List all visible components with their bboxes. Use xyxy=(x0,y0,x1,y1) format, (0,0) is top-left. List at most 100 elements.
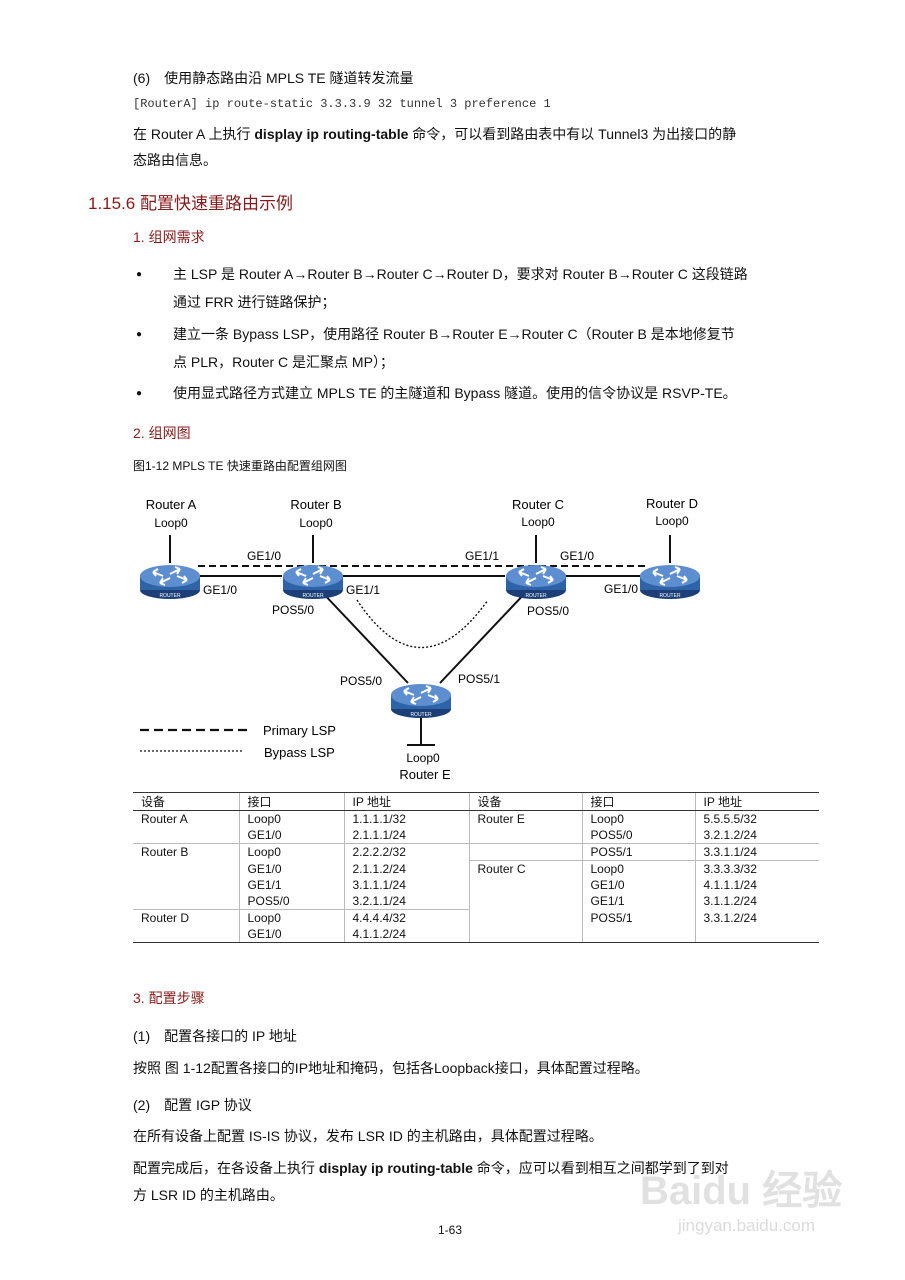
router-d-loop: Loop0 xyxy=(655,514,689,528)
table-cell xyxy=(133,827,239,844)
port-label: POS5/1 xyxy=(458,672,500,686)
bullet-3-line1: 使用显式路径方式建立 MPLS TE 的主隧道和 Bypass 隧道。使用的信令… xyxy=(173,385,737,401)
table-cell xyxy=(468,893,582,910)
bullet-2-line2: 点 PLR，Router C 是汇聚点 MP）； xyxy=(173,354,394,370)
router-b-label: Router B xyxy=(290,497,341,512)
bullet-1-line1: 主 LSP 是 Router A→Router B→Router C→Route… xyxy=(173,266,748,282)
router-d-label: Router D xyxy=(646,496,698,511)
table-cell: 3.2.1.1/24 xyxy=(343,893,469,910)
svg-text:ROUTER: ROUTER xyxy=(159,593,181,599)
router-e-icon: ROUTER xyxy=(390,683,452,719)
port-label: POS5/0 xyxy=(272,603,314,617)
table-header: 设备 接口 IP 地址 设备 接口 IP 地址 xyxy=(133,792,819,811)
step2-title: (2) 配置 IGP 协议 xyxy=(133,1097,252,1113)
header-cell: 接口 xyxy=(581,792,695,811)
network-diagram: ROUTER ROUTER ROUTER ROUTER ROUTER Route… xyxy=(139,496,701,782)
table-cell: POS5/1 xyxy=(581,843,695,861)
step6-heading: (6) 使用静态路由沿 MPLS TE 隧道转发流量 xyxy=(133,70,414,86)
table-cell: 3.2.1.2/24 xyxy=(694,827,819,844)
text: 配置完成后，在各设备上执行 xyxy=(133,1160,319,1176)
page-number: 1-63 xyxy=(438,1223,463,1237)
legend: Primary LSP Bypass LSP xyxy=(140,723,336,760)
table-cell xyxy=(133,877,239,893)
port-label: POS5/0 xyxy=(340,674,382,688)
table-cell: 3.1.1.2/24 xyxy=(694,893,819,910)
code-line: [RouterA] ip route-static 3.3.3.9 32 tun… xyxy=(133,97,551,111)
table-cell: 3.3.1.2/24 xyxy=(694,909,819,926)
router-c-loop: Loop0 xyxy=(521,515,555,529)
port-label: POS5/0 xyxy=(527,604,569,618)
table-cell: GE1/0 xyxy=(238,860,344,877)
router-a-icon: ROUTER xyxy=(139,564,201,600)
port-label: GE1/0 xyxy=(604,582,638,596)
table-cell: Router C xyxy=(468,860,582,877)
table-cell: Router D xyxy=(133,909,239,926)
header-cell: 接口 xyxy=(238,792,344,811)
step6-desc-line2: 态路由信息。 xyxy=(133,152,217,168)
router-e-label: Router E xyxy=(399,767,451,782)
table-cell: GE1/0 xyxy=(238,926,344,943)
table-cell xyxy=(468,827,582,844)
table-cell: 3.3.1.1/24 xyxy=(694,843,819,861)
bullet-dot: ● xyxy=(136,269,143,280)
table-cell: 2.2.2.2/32 xyxy=(343,843,469,861)
links xyxy=(198,565,648,684)
step6-desc-line1: 在 Router A 上执行 display ip routing-table … xyxy=(133,124,736,144)
bullet-1-line2: 通过 FRR 进行链路保护； xyxy=(173,294,336,310)
router-b-icon: ROUTER xyxy=(282,564,344,600)
text: 在 Router A 上执行 xyxy=(133,126,255,142)
header-cell: 设备 xyxy=(133,792,239,811)
table-cell xyxy=(581,926,695,943)
table-cell: Loop0 xyxy=(581,810,695,827)
router-c-icon: ROUTER xyxy=(505,564,567,600)
step1-title: (1) 配置各接口的 IP 地址 xyxy=(133,1028,297,1044)
table-cell: POS5/1 xyxy=(581,909,695,926)
table-cell: Loop0 xyxy=(238,810,344,827)
table-cell: 5.5.5.5/32 xyxy=(694,810,819,827)
table-cell: Router A xyxy=(141,812,188,826)
port-label: GE1/1 xyxy=(465,549,499,563)
table-cell: 2.1.1.1/24 xyxy=(343,827,469,844)
router-a-loop: Loop0 xyxy=(154,516,188,530)
legend-primary: Primary LSP xyxy=(263,723,336,738)
table-cell xyxy=(133,926,239,943)
table-cell: 1.1.1.1/32 xyxy=(343,810,469,827)
bullet-2-line1: 建立一条 Bypass LSP，使用路径 Router B→Router E→R… xyxy=(173,326,735,342)
router-a-label: Router A xyxy=(146,497,197,512)
svg-text:ROUTER: ROUTER xyxy=(525,593,547,599)
table-cell: 3.3.3.3/32 xyxy=(694,860,819,877)
table-cell xyxy=(133,861,239,878)
table-cell xyxy=(468,843,582,861)
header-cell: IP 地址 xyxy=(343,792,469,811)
step2-body2: 配置完成后，在各设备上执行 display ip routing-table 命… xyxy=(133,1158,729,1178)
command: display ip routing-table xyxy=(318,1160,473,1176)
svg-text:ROUTER: ROUTER xyxy=(410,712,432,718)
table-cell xyxy=(133,893,239,910)
section-title: 1.15.6 配置快速重路由示例 xyxy=(88,194,293,213)
table-cell: GE1/1 xyxy=(581,893,695,910)
table-cell xyxy=(468,926,582,943)
router-d-icon: ROUTER xyxy=(639,564,701,600)
table-cell: Router B xyxy=(133,843,239,861)
table-cell: 2.1.1.2/24 xyxy=(343,860,469,877)
table-cell: 4.4.4.4/32 xyxy=(343,909,469,926)
router-c-label: Router C xyxy=(512,497,564,512)
command: display ip routing-table xyxy=(254,126,409,142)
table-cell: POS5/0 xyxy=(238,893,344,910)
text: 命令，可以看到路由表中有以 Tunnel3 为出接口的静 xyxy=(408,126,737,142)
step2-body3: 方 LSR ID 的主机路由。 xyxy=(133,1187,284,1203)
topology-heading: 2. 组网图 xyxy=(133,425,191,441)
step1-body: 按照 图 1-12配置各接口的IP地址和掩码，包括各Loopback接口，具体配… xyxy=(133,1060,649,1076)
steps-heading: 3. 配置步骤 xyxy=(133,990,205,1006)
table-cell: GE1/0 xyxy=(581,877,695,893)
table-cell: Router E xyxy=(468,810,582,827)
table-cell xyxy=(694,926,819,943)
